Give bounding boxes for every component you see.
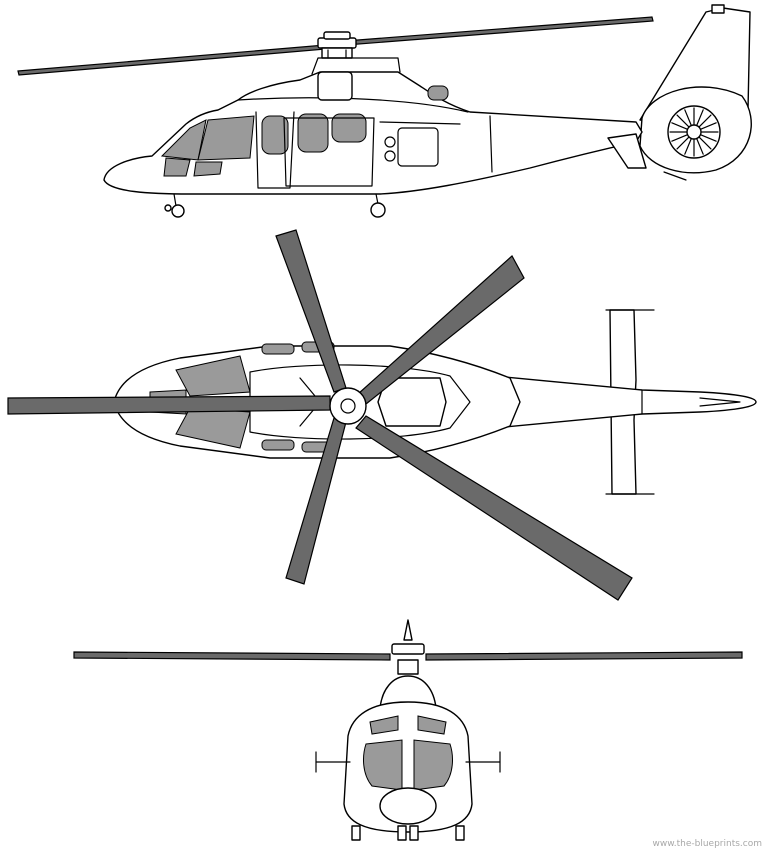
side-cabin-window-1 [261, 115, 289, 155]
front-landing-gear [351, 825, 465, 841]
fenestron-spoke [676, 114, 690, 128]
side-cabin-window-2 [297, 113, 329, 153]
front-windscreen-right [413, 739, 453, 791]
front-rotor-blade-right [425, 651, 743, 661]
fenestron-spoke [698, 114, 712, 128]
side-landing-gear [164, 193, 386, 218]
top-view [7, 229, 757, 601]
side-rotor-hub [317, 31, 357, 59]
side-rotor-blade-right [344, 16, 654, 46]
fenestron-spoke [699, 122, 717, 130]
watermark: www.the-blueprints.com [652, 839, 762, 849]
fenestron-spoke [696, 109, 704, 127]
front-view [73, 619, 743, 841]
front-windscreen-left [363, 739, 403, 791]
side-rotor-blade-left [17, 44, 327, 76]
front-fuselage [343, 701, 473, 833]
side-cabin-window-3 [331, 113, 367, 143]
fenestron-spoke [684, 109, 692, 127]
fenestron-spoke [698, 136, 712, 150]
fenestron-spoke [699, 134, 717, 142]
top-rotor-hub [329, 387, 367, 425]
fenestron-spoke [671, 134, 689, 142]
top-rotor-blade-4 [355, 415, 633, 601]
top-cabin-window [261, 439, 295, 451]
side-view [17, 4, 752, 218]
side-cockpit-window [197, 115, 255, 161]
fenestron-spoke [671, 122, 689, 130]
top-cabin-window [261, 343, 295, 355]
side-windscreen [160, 119, 207, 161]
fenestron-spoke [676, 136, 690, 150]
front-engine-cowling [379, 675, 437, 709]
front-rotor-blade-left [73, 651, 391, 661]
fenestron-spoke [684, 137, 692, 155]
fenestron-spoke [696, 137, 704, 155]
